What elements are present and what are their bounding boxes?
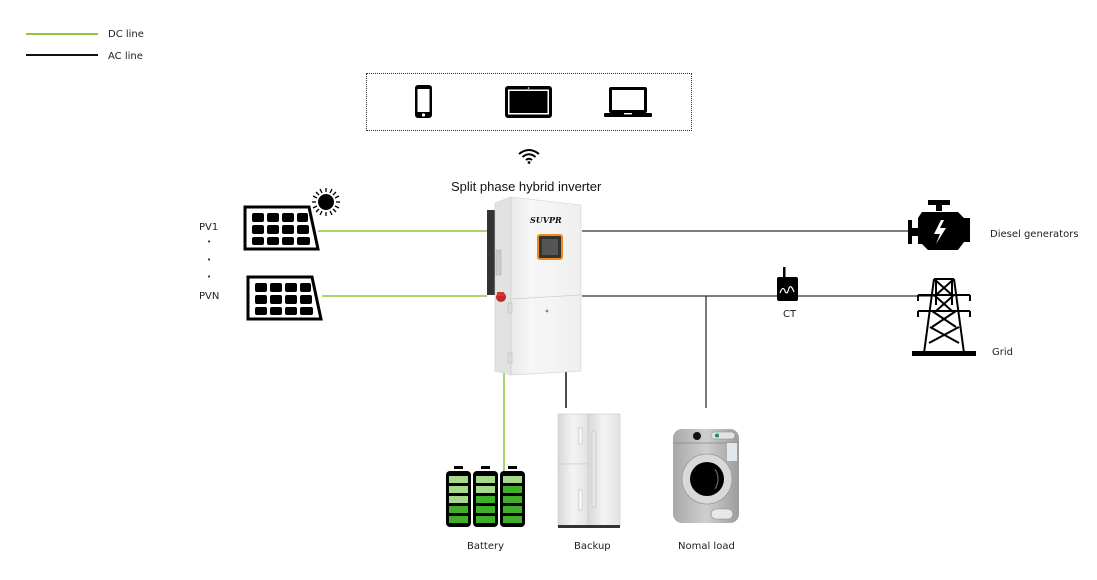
ct-label: CT — [783, 309, 797, 320]
refrigerator-icon — [557, 413, 621, 528]
pv-ellipsis-3: • — [207, 273, 212, 281]
legend-dc-swatch — [26, 33, 98, 35]
grid-label: Grid — [992, 347, 1013, 358]
battery-icon — [446, 466, 525, 527]
battery-label: Battery — [467, 541, 505, 552]
svg-text:SUVPR: SUVPR — [530, 215, 562, 225]
backup-label: Backup — [574, 541, 611, 552]
pv1-label: PV1 — [199, 222, 219, 233]
legend-dc-label: DC line — [108, 29, 144, 40]
pv-ellipsis-2: • — [207, 256, 212, 264]
wifi-icon — [518, 149, 540, 164]
inverter-title: Split phase hybrid inverter — [451, 179, 602, 194]
inverter-unit: SUVPR — [487, 196, 582, 376]
ct-sensor-icon — [777, 267, 798, 301]
pvn-label: PVN — [199, 291, 220, 302]
laptop-icon — [604, 87, 652, 117]
monitoring-devices-box — [366, 73, 692, 131]
solar-panel-icon-1 — [243, 205, 320, 251]
diesel-generators-label: Diesel generators — [990, 229, 1079, 240]
washing-machine-icon — [673, 429, 739, 523]
phone-icon — [415, 85, 432, 118]
legend-ac-label: AC line — [108, 51, 143, 62]
diesel-generator-icon — [908, 200, 970, 250]
sun-icon — [312, 188, 340, 216]
normal-load-label: Nomal load — [678, 541, 735, 552]
solar-panel-icon-2 — [246, 275, 323, 321]
grid-tower-icon — [912, 278, 976, 356]
legend-ac-swatch — [26, 54, 98, 56]
pv-ellipsis-1: • — [207, 238, 212, 246]
tablet-icon — [505, 86, 552, 118]
